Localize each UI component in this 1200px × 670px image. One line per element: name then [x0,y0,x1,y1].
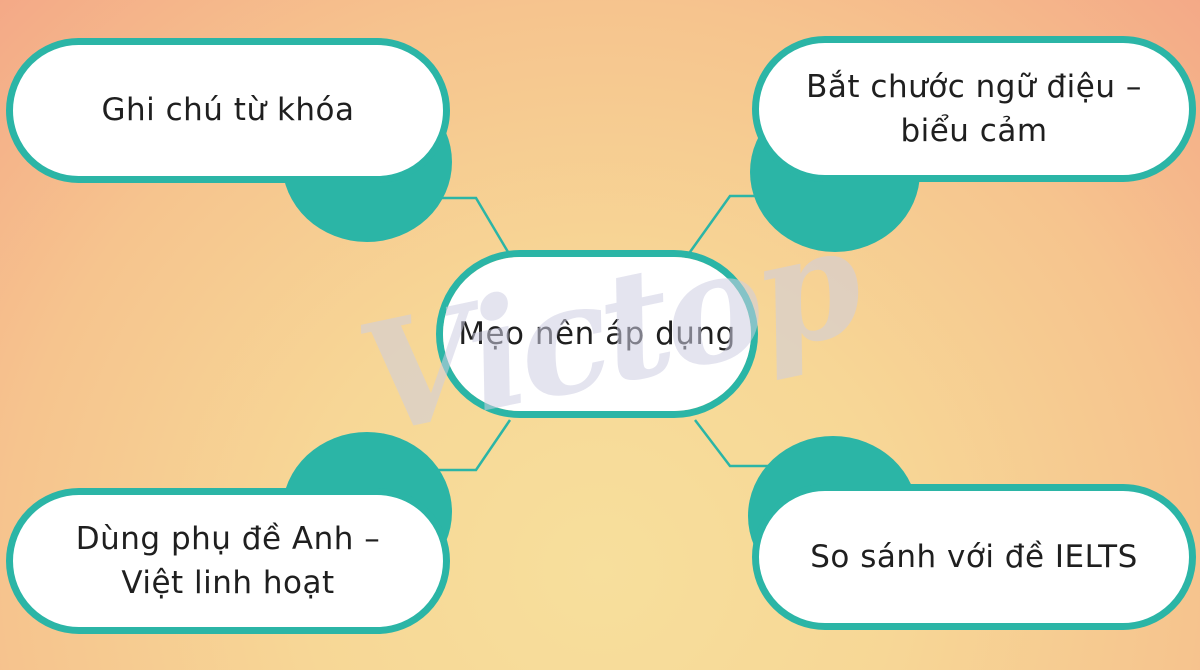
node-top-right: Bắt chước ngữ điệu – biểu cảm [752,36,1196,182]
node-top-left: Ghi chú từ khóa [6,38,450,183]
center-node: Mẹo nên áp dụng [436,250,758,418]
node-top-right-line-1: Bắt chước ngữ điệu – [806,68,1142,105]
node-bottom-left-line-2: Việt linh hoạt [121,565,335,601]
center-node-label: Mẹo nên áp dụng [458,315,736,352]
node-bottom-right-line-1: So sánh với đề IELTS [810,538,1138,575]
node-top-right-line-2: biểu cảm [900,113,1048,149]
node-bottom-left: Dùng phụ đề Anh – Việt linh hoạt [6,488,450,634]
node-top-left-line-1: Ghi chú từ khóa [101,92,355,129]
node-bottom-left-line-1: Dùng phụ đề Anh – [75,520,381,557]
node-bottom-right: So sánh với đề IELTS [752,484,1196,630]
